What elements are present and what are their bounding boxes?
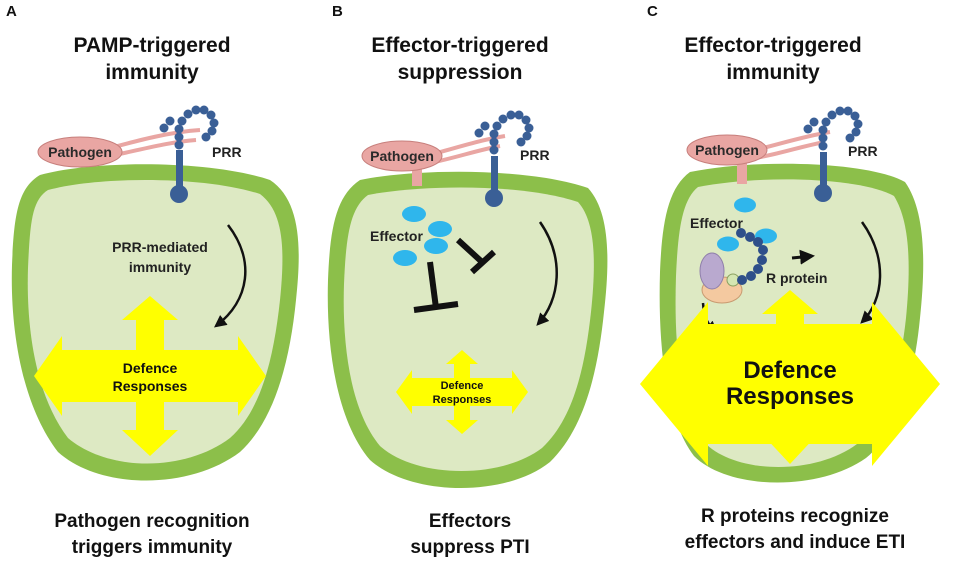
caption-line2: effectors and induce ETI [685, 532, 906, 553]
defence-label-line2: Responses [433, 394, 492, 406]
inhibition-bar [413, 237, 497, 313]
caption-line1: Effectors [429, 511, 511, 532]
panel-letter: B [332, 3, 343, 20]
effector-molecule [717, 236, 739, 252]
defence-label-line2: Responses [726, 383, 854, 410]
caption-line1: R proteins recognize [701, 506, 889, 527]
defence-label-line1: Defence [441, 380, 484, 392]
defence-cross-arrow [640, 290, 940, 466]
panel-title-line2: immunity [105, 61, 199, 84]
signal-arrow [536, 221, 558, 326]
panel-b: B Effector-triggered suppression Pathoge… [327, 3, 608, 558]
pathogen: Pathogen [686, 130, 831, 184]
effector-molecule [734, 197, 756, 213]
effector-molecule [402, 206, 426, 222]
effector-molecule [428, 221, 452, 237]
pathogen: Pathogen [37, 128, 201, 168]
defence-label-line1: Defence [743, 357, 836, 384]
panel-title-line1: Effector-triggered [684, 34, 861, 57]
prr-label: PRR [520, 147, 550, 163]
caption-line2: triggers immunity [72, 537, 233, 558]
panel-a: A PAMP-triggered immunity Pathogen PRR P… [6, 3, 299, 558]
effector-label: Effector [370, 228, 423, 244]
signal-arrow [214, 224, 247, 328]
defence-label-line2: Responses [113, 378, 188, 394]
panel-c: C Effector-triggered immunity Pathogen P… [640, 3, 940, 553]
caption-line2: suppress PTI [410, 537, 529, 558]
panel-title-line1: PAMP-triggered [73, 34, 230, 57]
effector-label: Effector [690, 215, 743, 231]
signal-arrow [860, 221, 882, 324]
panel-letter: C [647, 3, 658, 20]
r-protein-label: R protein [766, 270, 827, 286]
defence-label-line1: Defence [123, 360, 178, 376]
pathogen-label: Pathogen [695, 142, 759, 158]
prr-receptor [159, 105, 219, 203]
panel-title-line2: immunity [726, 61, 820, 84]
panel-letter: A [6, 3, 17, 20]
prr-mediated-label-line1: PRR-mediated [112, 239, 208, 255]
r-protein-complex [699, 228, 768, 304]
caption-line1: Pathogen recognition [54, 511, 249, 532]
defence-cross-arrow [396, 350, 528, 434]
prr-mediated-label-line2: immunity [129, 259, 191, 275]
prr-label: PRR [212, 144, 242, 160]
panel-title-line1: Effector-triggered [371, 34, 548, 57]
activation-arrow [791, 249, 815, 265]
prr-receptor [474, 110, 534, 207]
defence-cross-arrow [34, 296, 266, 456]
effector-molecule [424, 238, 448, 254]
prr-label: PRR [848, 143, 878, 159]
effector-molecule [393, 250, 417, 266]
pathogen-label: Pathogen [48, 144, 112, 160]
pathogen-label: Pathogen [370, 148, 434, 164]
pathogen: Pathogen [361, 134, 506, 186]
prr-receptor [803, 106, 863, 202]
panel-title-line2: suppression [398, 61, 523, 84]
